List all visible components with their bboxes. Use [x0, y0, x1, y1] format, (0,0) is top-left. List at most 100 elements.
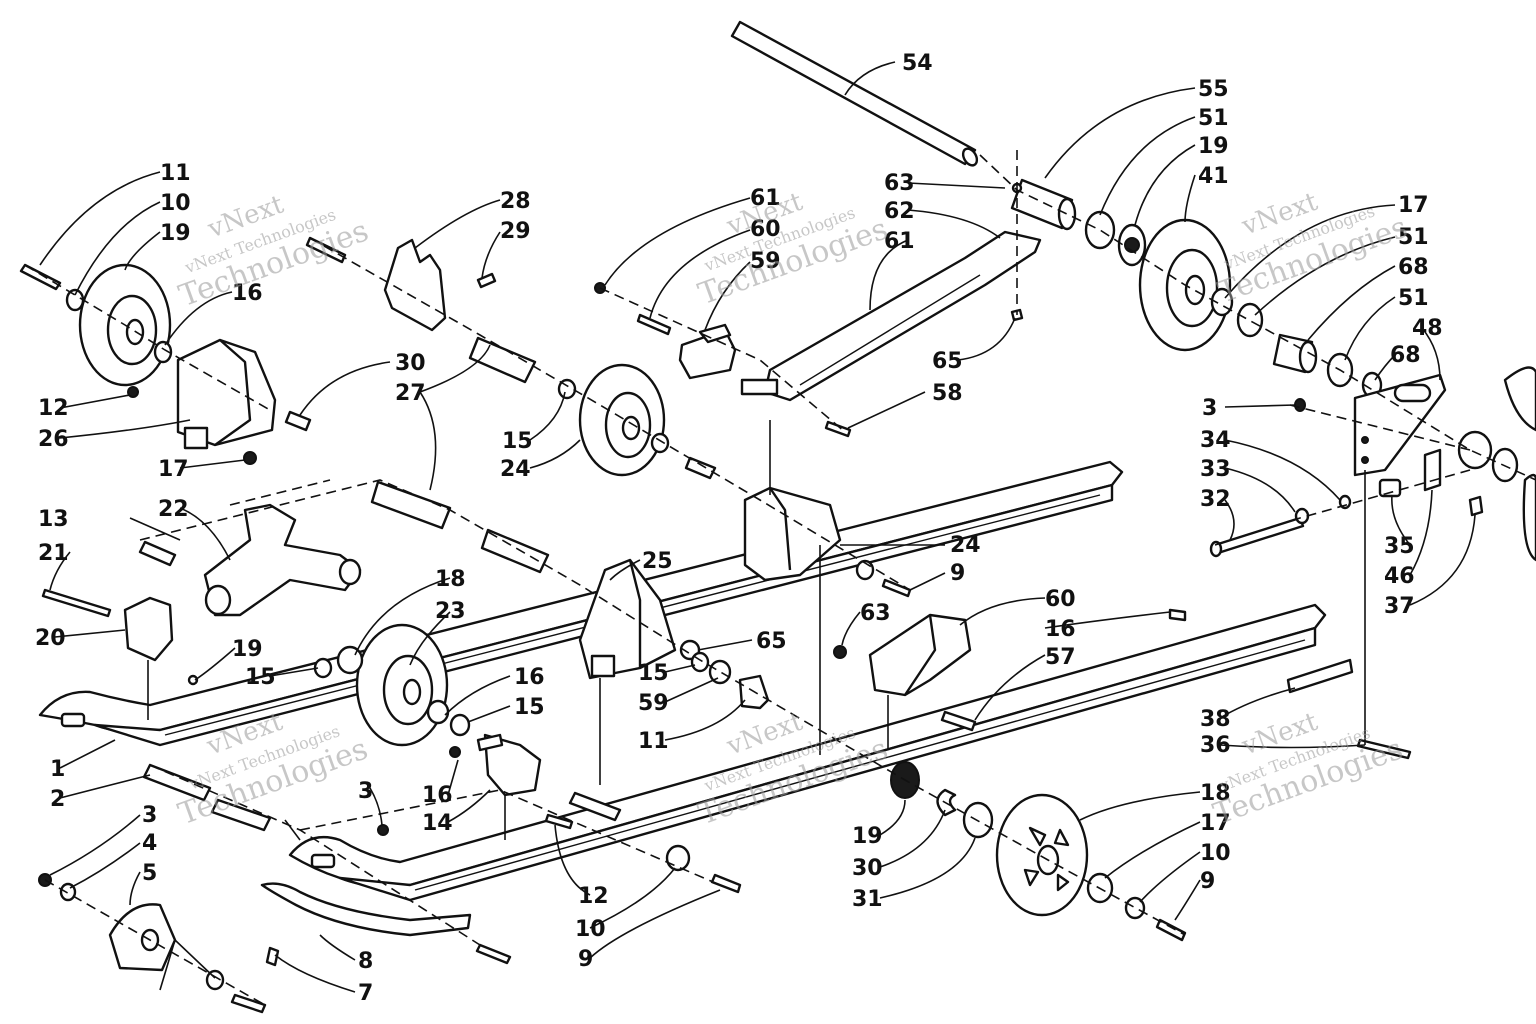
callout: 26 — [38, 427, 69, 452]
callout: 11 — [638, 729, 669, 754]
callout: 15 — [514, 695, 545, 720]
callout: 19 — [852, 824, 883, 849]
callout: 17 — [1398, 193, 1429, 218]
callout: 7 — [358, 981, 373, 1006]
callout: 12 — [578, 884, 609, 909]
callout: 33 — [1200, 457, 1231, 482]
callout: 68 — [1390, 343, 1421, 368]
callout: 31 — [852, 887, 883, 912]
assembly-axes — [24, 150, 1536, 1006]
callout: 24 — [500, 457, 531, 482]
callout: 3 — [358, 779, 373, 804]
callout: 16 — [422, 783, 453, 808]
tube-27 — [468, 336, 537, 384]
callout: 36 — [1200, 733, 1231, 758]
callout: 15 — [502, 429, 533, 454]
callout: 19 — [160, 221, 191, 246]
callout: 59 — [638, 691, 669, 716]
callout: 9 — [1200, 869, 1215, 894]
callout: 60 — [1045, 587, 1076, 612]
callout: 62 — [884, 199, 915, 224]
slide-rail-left — [38, 460, 1124, 747]
callout: 16 — [232, 281, 263, 306]
callout: 30 — [852, 856, 883, 881]
shock-block-55 — [868, 613, 972, 697]
callout: 10 — [160, 191, 191, 216]
pivot-bracket-28 — [383, 238, 447, 332]
slide-block — [108, 903, 177, 972]
callout: 57 — [1045, 645, 1076, 670]
bolt-22 — [41, 588, 112, 618]
callout: 30 — [395, 351, 426, 376]
callout: 19 — [1198, 134, 1229, 159]
tube-2 — [142, 763, 212, 802]
wear-strip — [260, 882, 472, 937]
callout: 68 — [1398, 255, 1429, 280]
idler-wheel-lower — [355, 623, 449, 747]
callout: 59 — [750, 249, 781, 274]
callout: 28 — [500, 189, 531, 214]
idler-wheel-upper-mid — [578, 363, 666, 477]
callout: 25 — [642, 549, 673, 574]
callout: 58 — [932, 381, 963, 406]
callout: 60 — [750, 217, 781, 242]
callout: 65 — [932, 349, 963, 374]
callout: 17 — [1200, 811, 1231, 836]
callout: 51 — [1398, 286, 1429, 311]
callout: 24 — [950, 533, 981, 558]
callout: 29 — [500, 219, 531, 244]
rear-axle-shaft — [730, 20, 979, 167]
nut — [1084, 210, 1116, 250]
callout: 4 — [142, 831, 157, 856]
pivot-bracket-upper — [176, 338, 277, 450]
parts-layer — [19, 20, 1536, 1014]
callout: 54 — [902, 51, 933, 76]
callout: 46 — [1384, 564, 1415, 589]
callout: 16 — [1045, 617, 1076, 642]
callout: 10 — [575, 917, 606, 942]
callout: 1 — [50, 757, 65, 782]
callout: 27 — [395, 381, 426, 406]
callout: 63 — [884, 171, 915, 196]
callout: 5 — [142, 861, 157, 886]
callout: 8 — [358, 949, 373, 974]
callout: 65 — [756, 629, 787, 654]
callout: 11 — [160, 161, 191, 186]
callout: 13 — [38, 507, 69, 532]
spring-arm — [740, 230, 1042, 402]
callout-leaders — [39, 61, 1476, 993]
adjuster-plate — [1353, 373, 1447, 477]
callout: 18 — [435, 567, 466, 592]
callout: 18 — [1200, 781, 1231, 806]
callout: 51 — [1198, 106, 1229, 131]
spacer-sleeve — [1010, 178, 1077, 231]
callout: 19 — [232, 637, 263, 662]
callout: 35 — [1384, 534, 1415, 559]
callout: 17 — [158, 457, 189, 482]
callout: 3 — [1202, 396, 1217, 421]
callout: 21 — [38, 541, 69, 566]
axle-nut-right — [1457, 430, 1493, 470]
callout: 32 — [1200, 487, 1231, 512]
callout: 51 — [1398, 225, 1429, 250]
callout: 38 — [1200, 707, 1231, 732]
callout: 12 — [38, 396, 69, 421]
callout: 63 — [860, 601, 891, 626]
shock-mount-block — [678, 323, 737, 380]
callout-labels: 11 10 19 16 28 29 12 26 17 30 27 61 60 5… — [35, 51, 1443, 1006]
pivot-bracket-lower — [578, 558, 677, 680]
brace-bar — [1286, 658, 1354, 694]
slide-rail-right — [288, 603, 1327, 902]
callout: 41 — [1198, 164, 1229, 189]
stop-block — [476, 733, 542, 797]
adjuster-bolt — [1209, 516, 1305, 558]
callout: 48 — [1412, 316, 1443, 341]
callout: 20 — [35, 626, 66, 651]
rocker-arm — [203, 503, 362, 617]
callout: 14 — [422, 811, 453, 836]
callout: 10 — [1200, 841, 1231, 866]
callout: 23 — [435, 599, 466, 624]
idler-wheel-lower-right — [995, 793, 1089, 917]
callout: 55 — [1198, 77, 1229, 102]
